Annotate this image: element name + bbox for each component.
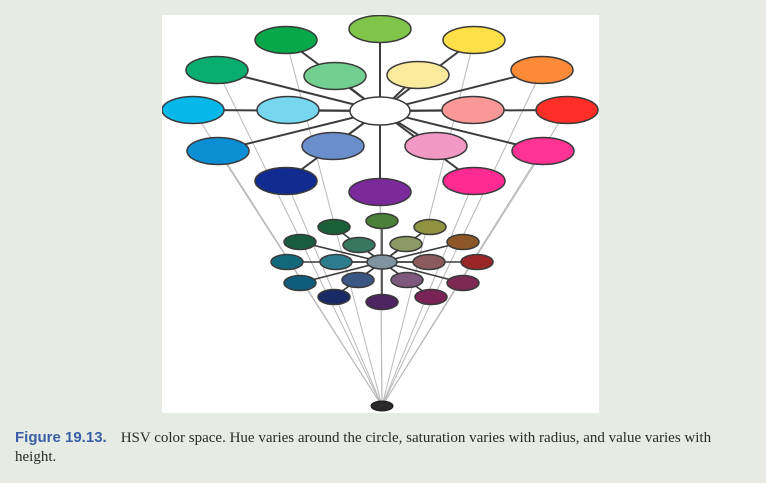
top-outer-node-4 bbox=[511, 136, 575, 166]
top-outer-node-6 bbox=[348, 177, 412, 207]
mid-outer-node-2 bbox=[446, 233, 480, 251]
caption-text: HSV color space. Hue varies around the c… bbox=[15, 430, 712, 465]
mid-outer-node-11 bbox=[317, 218, 351, 236]
mid-outer-node-10 bbox=[283, 233, 317, 251]
top-inner-node-0 bbox=[386, 60, 450, 90]
mid-outer-node-1 bbox=[413, 218, 447, 236]
mid-inner-node-5 bbox=[342, 236, 376, 254]
top-inner-node-5 bbox=[303, 61, 367, 91]
mid-outer-node-6 bbox=[365, 293, 399, 311]
top-outer-node-9 bbox=[162, 95, 225, 125]
hsv-diagram bbox=[162, 15, 599, 412]
mid-level-color-wheel bbox=[270, 212, 494, 311]
top-outer-node-8 bbox=[186, 136, 250, 166]
mid-inner-node-3 bbox=[341, 271, 375, 289]
mid-inner-node-0 bbox=[389, 235, 423, 253]
mid-outer-node-4 bbox=[446, 274, 480, 292]
top-inner-node-4 bbox=[256, 95, 320, 125]
top-outer-node-11 bbox=[254, 25, 318, 55]
top-outer-node-5 bbox=[442, 166, 506, 196]
top-outer-node-1 bbox=[442, 25, 506, 55]
mid-center-node bbox=[366, 254, 398, 270]
black-apex bbox=[370, 400, 394, 412]
apex-node bbox=[370, 400, 394, 412]
figure-label: Figure 19.13. bbox=[15, 429, 107, 446]
top-outer-node-3 bbox=[535, 95, 599, 125]
mid-inner-node-4 bbox=[319, 253, 353, 271]
top-outer-node-10 bbox=[185, 55, 249, 85]
mid-outer-node-5 bbox=[414, 288, 448, 306]
mid-inner-node-2 bbox=[390, 271, 424, 289]
top-inner-node-3 bbox=[301, 131, 365, 161]
mid-outer-node-8 bbox=[283, 274, 317, 292]
hsv-figure bbox=[162, 15, 599, 413]
top-inner-node-2 bbox=[404, 131, 468, 161]
figure-caption: Figure 19.13.HSV color space. Hue varies… bbox=[15, 428, 751, 467]
mid-outer-node-0 bbox=[365, 212, 399, 230]
mid-outer-node-3 bbox=[460, 253, 494, 271]
mid-outer-node-7 bbox=[317, 288, 351, 306]
mid-inner-node-1 bbox=[412, 253, 446, 271]
top-inner-node-1 bbox=[441, 95, 505, 125]
top-level-color-wheel bbox=[162, 15, 599, 207]
mid-outer-node-9 bbox=[270, 253, 304, 271]
top-outer-node-2 bbox=[510, 55, 574, 85]
top-center-node bbox=[349, 96, 411, 126]
top-outer-node-0 bbox=[348, 15, 412, 44]
top-outer-node-7 bbox=[254, 166, 318, 196]
